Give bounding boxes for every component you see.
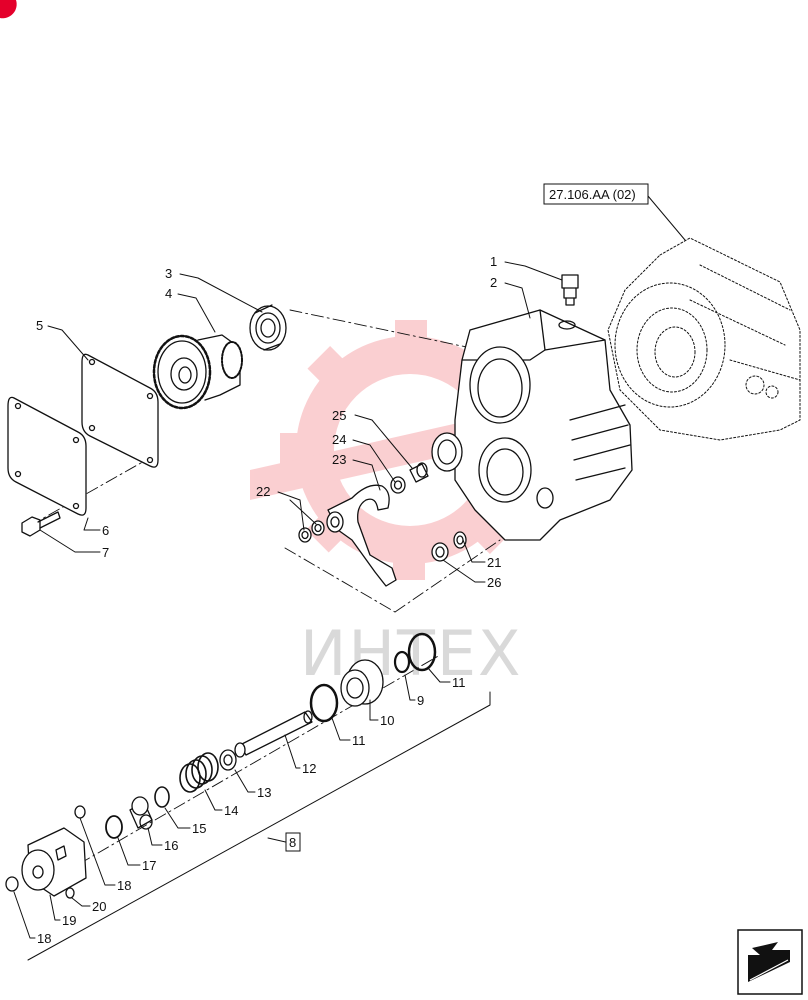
- callout-4: 4: [165, 286, 172, 301]
- callout-18-lower: 18: [37, 931, 51, 946]
- part-plug-26: [431, 542, 449, 562]
- arrow-icon: [748, 942, 790, 982]
- corner-marker: [0, 0, 17, 19]
- part-sleeve-16: [129, 796, 153, 830]
- callouts: 1 2 3 4 5 6 7 9 10 11 11 12 13 14 15 16 …: [36, 254, 501, 946]
- part-washer-13: [219, 749, 237, 771]
- part-plug-25: [409, 462, 429, 483]
- reference-assembly: [607, 237, 801, 441]
- part-gasket: [7, 396, 87, 516]
- reference-label: 27.106.AA (02): [549, 187, 636, 202]
- callout-16: 16: [164, 838, 178, 853]
- part-screw-18: [5, 805, 86, 892]
- callout-24: 24: [332, 432, 346, 447]
- part-cover-plate: [81, 353, 159, 468]
- part-housing: [431, 309, 633, 541]
- callout-22: 22: [256, 484, 270, 499]
- callout-15: 15: [192, 821, 206, 836]
- callout-26: 26: [487, 575, 501, 590]
- part-bearing: [249, 304, 287, 351]
- watermark-text: ИНТЕХ: [300, 617, 523, 690]
- callout-2: 2: [490, 275, 497, 290]
- part-ring-9: [393, 650, 411, 674]
- callout-25: 25: [332, 408, 346, 423]
- callout-20: 20: [92, 899, 106, 914]
- callout-13: 13: [257, 785, 271, 800]
- callout-11-lower: 11: [352, 733, 366, 748]
- callout-17: 17: [142, 858, 156, 873]
- callout-5: 5: [36, 318, 43, 333]
- part-oring-21: [453, 531, 467, 549]
- callout-18-upper: 18: [117, 878, 131, 893]
- callout-6: 6: [102, 523, 109, 538]
- part-clip-15: [154, 786, 170, 808]
- next-page-button[interactable]: [737, 929, 803, 995]
- part-shaft-12: [234, 710, 313, 758]
- part-fitting-10: [340, 659, 384, 707]
- part-breather: [561, 274, 579, 306]
- callout-23: 23: [332, 452, 346, 467]
- leader-lines: [13, 195, 686, 961]
- callout-12: 12: [302, 761, 316, 776]
- callout-11-upper: 11: [452, 675, 466, 690]
- callout-21: 21: [487, 555, 501, 570]
- part-plug-20: [65, 887, 75, 899]
- part-block-19: [21, 827, 87, 897]
- callout-7: 7: [102, 545, 109, 560]
- part-shift-fork: [326, 484, 397, 587]
- part-ring-17: [105, 815, 123, 839]
- callout-3: 3: [165, 266, 172, 281]
- part-orings-11: [309, 632, 437, 723]
- callout-19: 19: [62, 913, 76, 928]
- group-label: 8: [289, 835, 296, 850]
- reference-box[interactable]: 27.106.AA (02): [543, 183, 649, 205]
- callout-14: 14: [224, 803, 238, 818]
- part-spring-14: [179, 752, 219, 793]
- part-bolt: [21, 511, 61, 537]
- callout-9: 9: [417, 693, 424, 708]
- callout-10: 10: [380, 713, 394, 728]
- part-washers-22: [298, 520, 325, 543]
- callout-1: 1: [490, 254, 497, 269]
- part-gear: [152, 334, 243, 410]
- group-box: 8: [285, 832, 301, 852]
